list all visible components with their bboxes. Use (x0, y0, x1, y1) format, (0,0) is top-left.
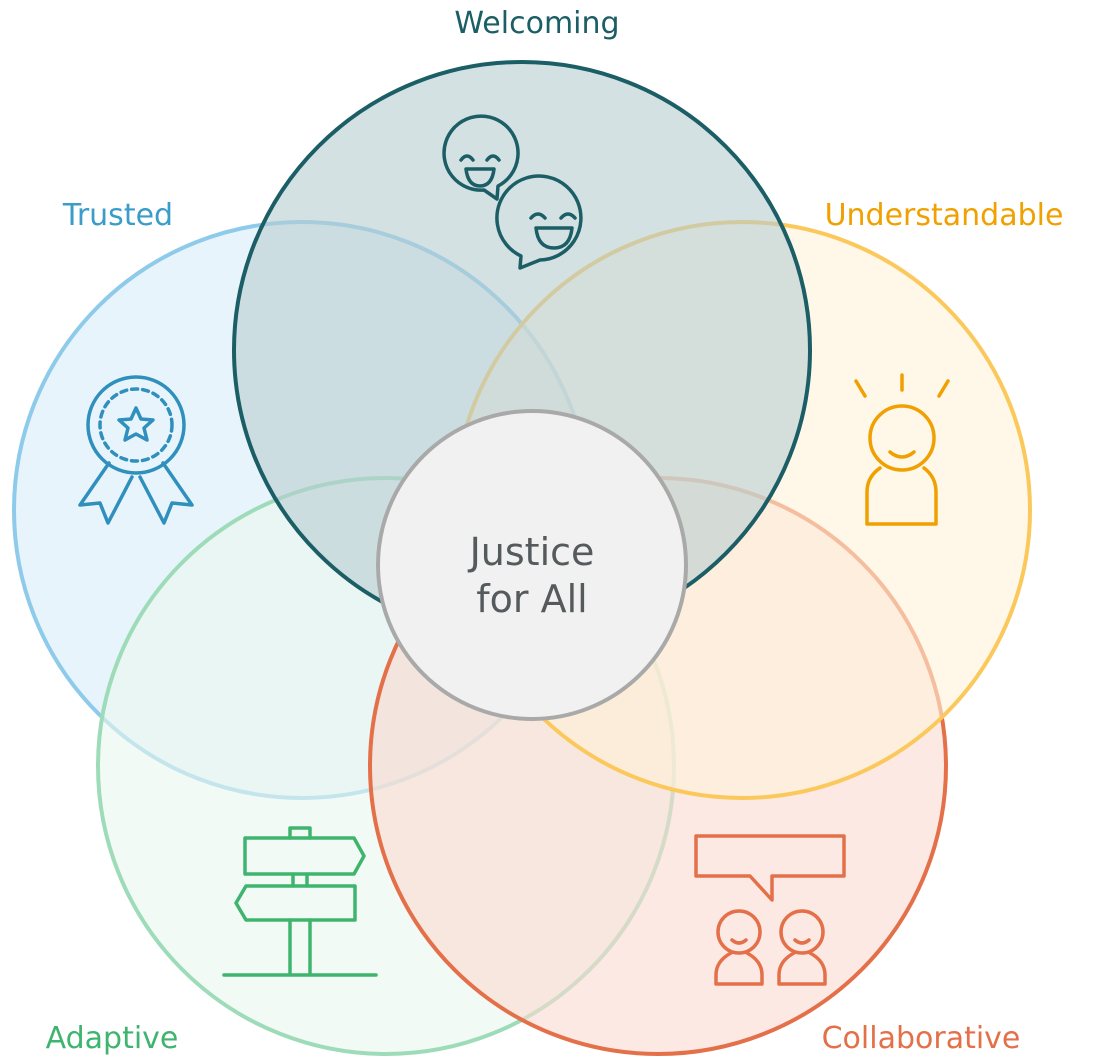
people-talking-icon (694, 834, 846, 986)
label-trusted: Trusted (62, 198, 173, 233)
label-collaborative: Collaborative (822, 1021, 1021, 1056)
signpost-icon (222, 826, 378, 977)
label-adaptive: Adaptive (46, 1021, 179, 1056)
label-understandable: Understandable (825, 198, 1064, 233)
center-line-1: Justice (468, 530, 595, 574)
center-circle (376, 409, 688, 721)
award-ribbon-icon (78, 375, 194, 525)
smiling-chat-icon (442, 114, 583, 270)
label-welcoming: Welcoming (454, 6, 619, 41)
lightbulb-person-icon (854, 373, 950, 526)
center-line-2: for All (476, 577, 587, 621)
